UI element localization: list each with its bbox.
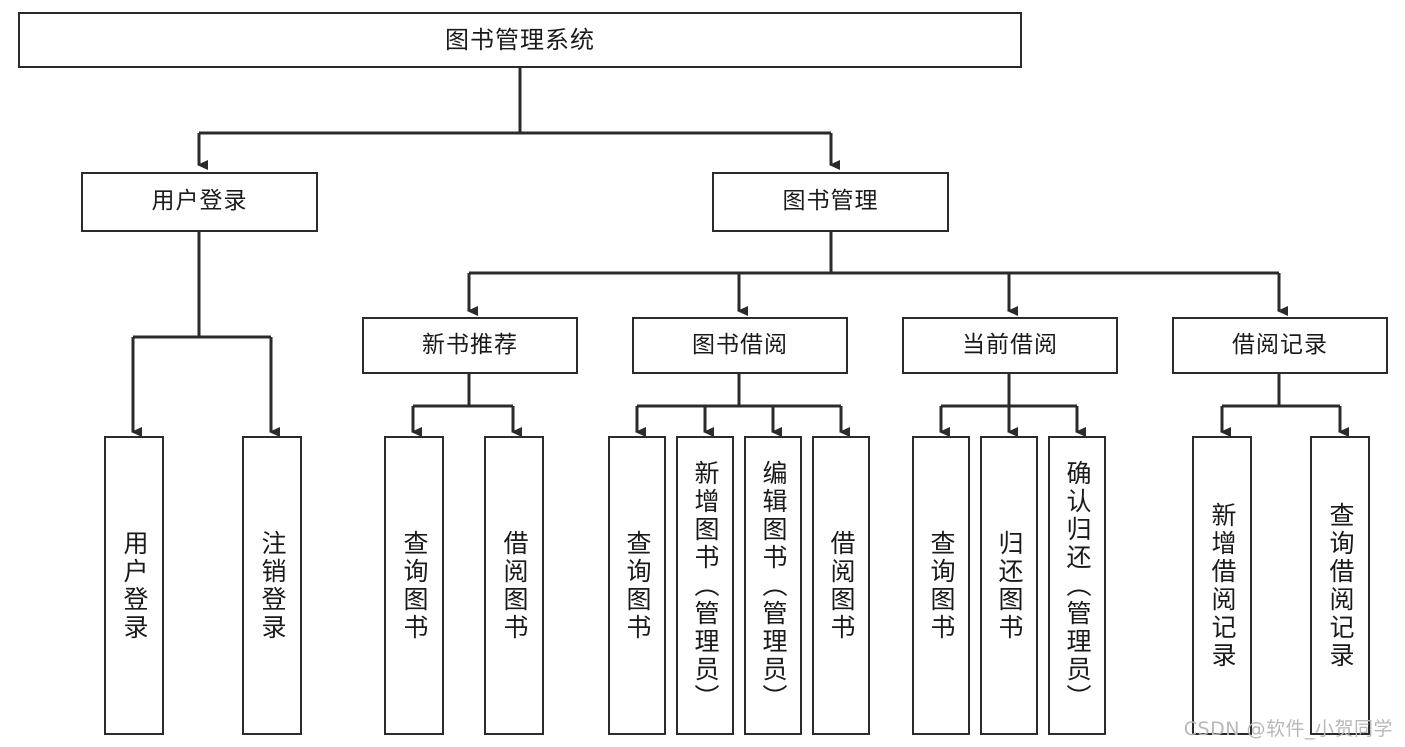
node-leaf-borrow-book-2[interactable]: 借阅图书	[812, 436, 870, 735]
node-leaf-query-book-1[interactable]: 查询图书	[384, 436, 444, 735]
node-book-manage[interactable]: 图书管理	[712, 172, 949, 232]
node-borrow-record[interactable]: 借阅记录	[1172, 317, 1388, 374]
node-leaf-add-book-label: 新增图书（管理员）	[691, 459, 720, 712]
node-leaf-user-login-label: 用户登录	[120, 529, 149, 642]
node-leaf-query-record-label: 查询借阅记录	[1326, 501, 1355, 670]
node-new-book-rec-label: 新书推荐	[422, 331, 518, 358]
node-leaf-query-record[interactable]: 查询借阅记录	[1310, 436, 1370, 735]
node-leaf-confirm-return-label: 确认归还（管理员）	[1063, 459, 1092, 712]
node-leaf-return-book[interactable]: 归还图书	[980, 436, 1038, 735]
node-user-login-label: 用户登录	[151, 188, 248, 215]
node-current-borrow-label: 当前借阅	[962, 331, 1058, 358]
node-leaf-query-book-2-label: 查询图书	[623, 529, 652, 642]
node-leaf-borrow-book-1[interactable]: 借阅图书	[484, 436, 544, 735]
node-leaf-confirm-return[interactable]: 确认归还（管理员）	[1048, 436, 1106, 735]
node-borrow-record-label: 借阅记录	[1232, 331, 1328, 358]
node-book-borrow[interactable]: 图书借阅	[632, 317, 848, 374]
node-user-login[interactable]: 用户登录	[81, 172, 318, 232]
node-leaf-logout-label: 注销登录	[258, 529, 287, 642]
node-book-manage-label: 图书管理	[782, 188, 879, 215]
node-leaf-edit-book[interactable]: 编辑图书（管理员）	[744, 436, 802, 735]
node-leaf-logout[interactable]: 注销登录	[242, 436, 302, 735]
node-current-borrow[interactable]: 当前借阅	[902, 317, 1118, 374]
watermark: CSDN @软件_小贺同学	[1183, 718, 1393, 740]
node-leaf-edit-book-label: 编辑图书（管理员）	[759, 459, 788, 712]
node-leaf-query-book-1-label: 查询图书	[400, 529, 429, 642]
node-leaf-return-book-label: 归还图书	[995, 529, 1024, 642]
node-root-label: 图书管理系统	[445, 25, 595, 54]
node-leaf-add-record-label: 新增借阅记录	[1208, 501, 1237, 670]
node-leaf-query-book-3-label: 查询图书	[927, 529, 956, 642]
node-leaf-borrow-book-2-label: 借阅图书	[827, 529, 856, 642]
node-root[interactable]: 图书管理系统	[18, 12, 1022, 68]
node-leaf-user-login[interactable]: 用户登录	[104, 436, 164, 735]
node-leaf-add-book[interactable]: 新增图书（管理员）	[676, 436, 734, 735]
node-leaf-query-book-2[interactable]: 查询图书	[608, 436, 666, 735]
node-book-borrow-label: 图书借阅	[692, 331, 788, 358]
node-leaf-query-book-3[interactable]: 查询图书	[912, 436, 970, 735]
node-leaf-borrow-book-1-label: 借阅图书	[500, 529, 529, 642]
node-new-book-rec[interactable]: 新书推荐	[362, 317, 578, 374]
node-leaf-add-record[interactable]: 新增借阅记录	[1192, 436, 1252, 735]
